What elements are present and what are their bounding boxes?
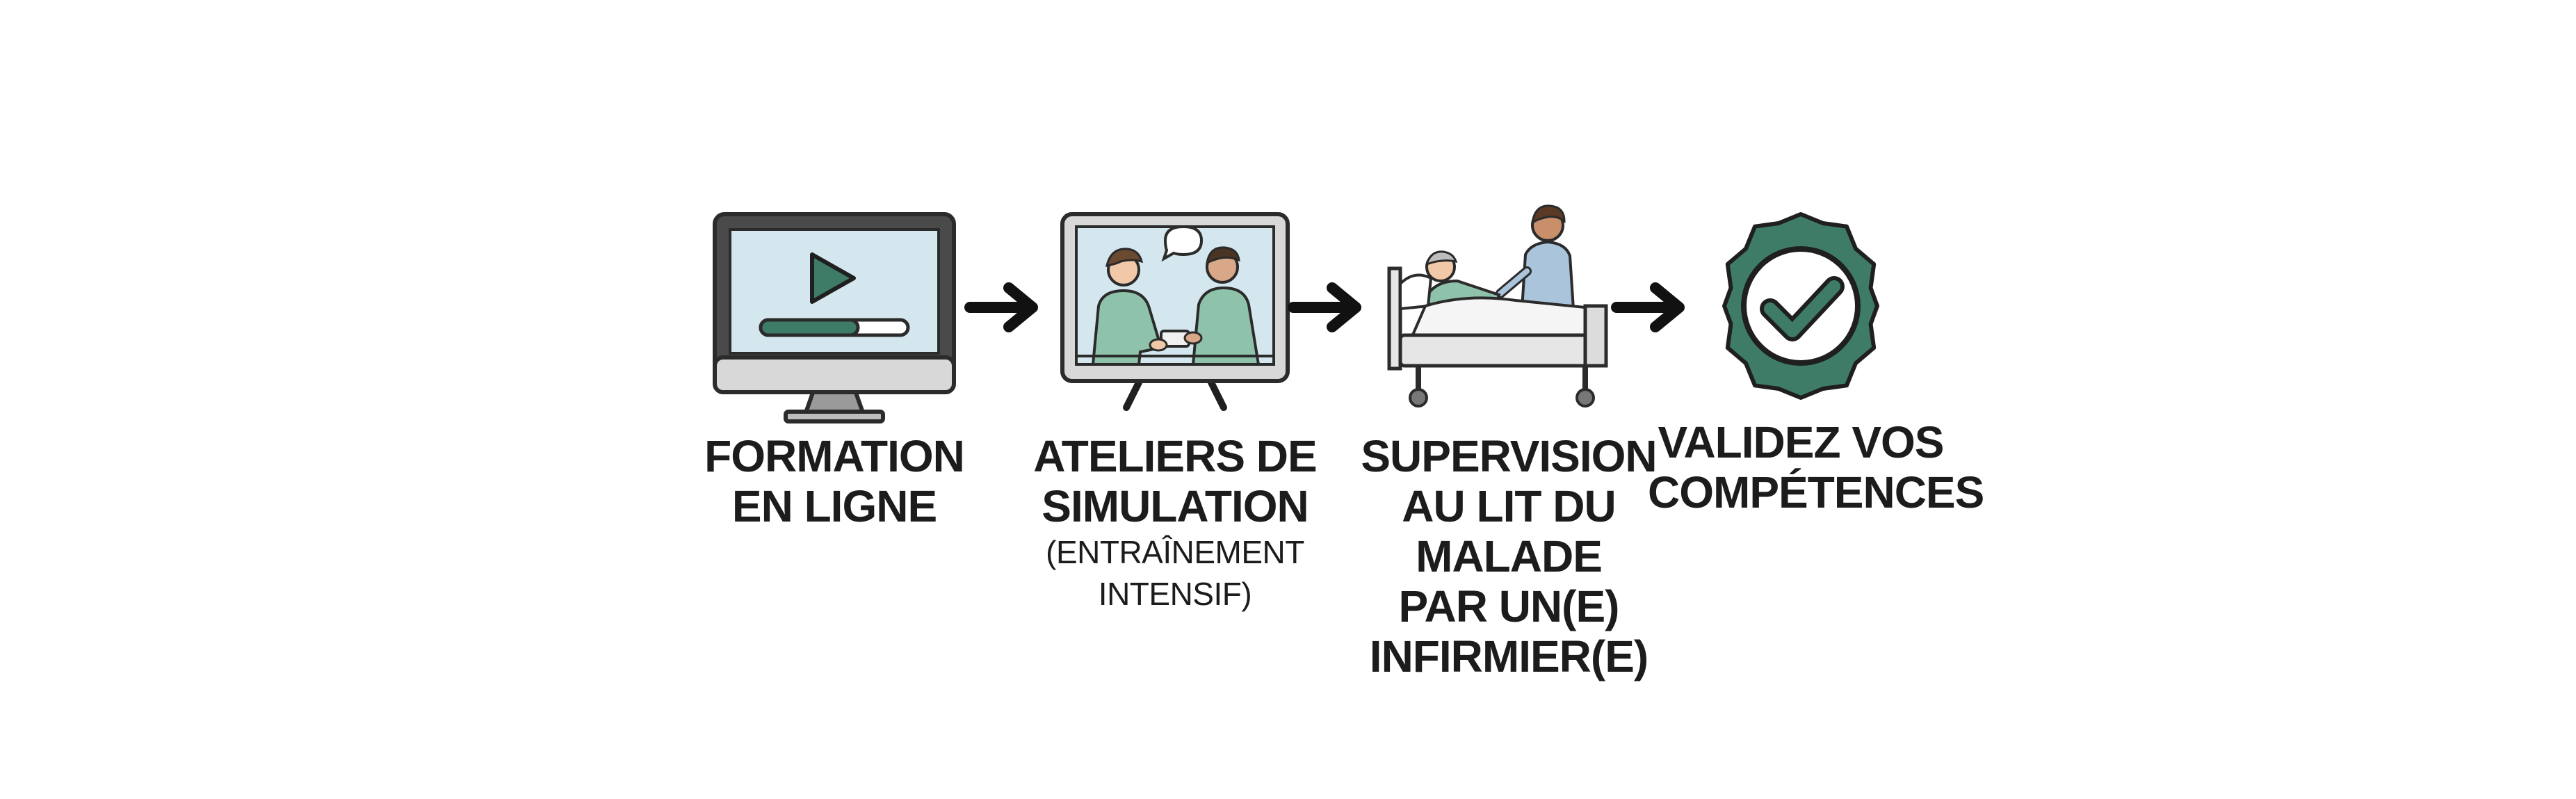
step-subtitle-line: (ENTRAÎNEMENT [1046,534,1304,570]
step-title-line: SIMULATION [1042,481,1309,531]
step-title-line: ATELIERS DE [1033,431,1317,481]
step-title-line: COMPÉTENCES [1648,467,1984,517]
step-label-simulation-workshops: ATELIERS DE SIMULATION (ENTRAÎNEMENT INT… [1022,431,1328,615]
step-label-bedside-supervision: SUPERVISION AU LIT DU MALADE PAR UN(E) I… [1335,431,1683,681]
arrow-right-icon [1611,282,1685,332]
step-title-line: PAR UN(E) [1398,581,1620,631]
step-title-line: SUPERVISION [1361,431,1657,481]
arrow-right-icon [1288,282,1361,332]
step-subtitle-line: INTENSIF) [1098,576,1252,612]
simulation-screen-icon [1060,212,1290,411]
step-title-line: VALIDEZ VOS [1658,417,1945,467]
step-title-line: INFIRMIER(E) [1369,631,1649,681]
step-label-validate-skills: VALIDEZ VOS COMPÉTENCES [1648,417,1984,517]
hospital-bed-icon [1387,204,1608,407]
step-online-training: FORMATION EN LIGNE [695,209,973,542]
step-title-line: EN LIGNE [731,481,937,531]
step-label-online-training: FORMATION EN LIGNE [681,431,987,531]
check-badge-icon [1722,212,1879,400]
step-bedside-supervision: SUPERVISION AU LIT DU MALADE PAR UN(E) I… [1349,202,1669,681]
step-title-line: FORMATION [704,431,965,481]
step-title-line: AU LIT DU MALADE [1402,481,1616,581]
arrow-right-icon [964,282,1038,332]
monitor-play-icon [713,212,956,423]
step-validate-skills: VALIDEZ VOS COMPÉTENCES [1648,209,1984,528]
step-simulation-workshops: ATELIERS DE SIMULATION (ENTRAÎNEMENT INT… [1033,209,1318,626]
